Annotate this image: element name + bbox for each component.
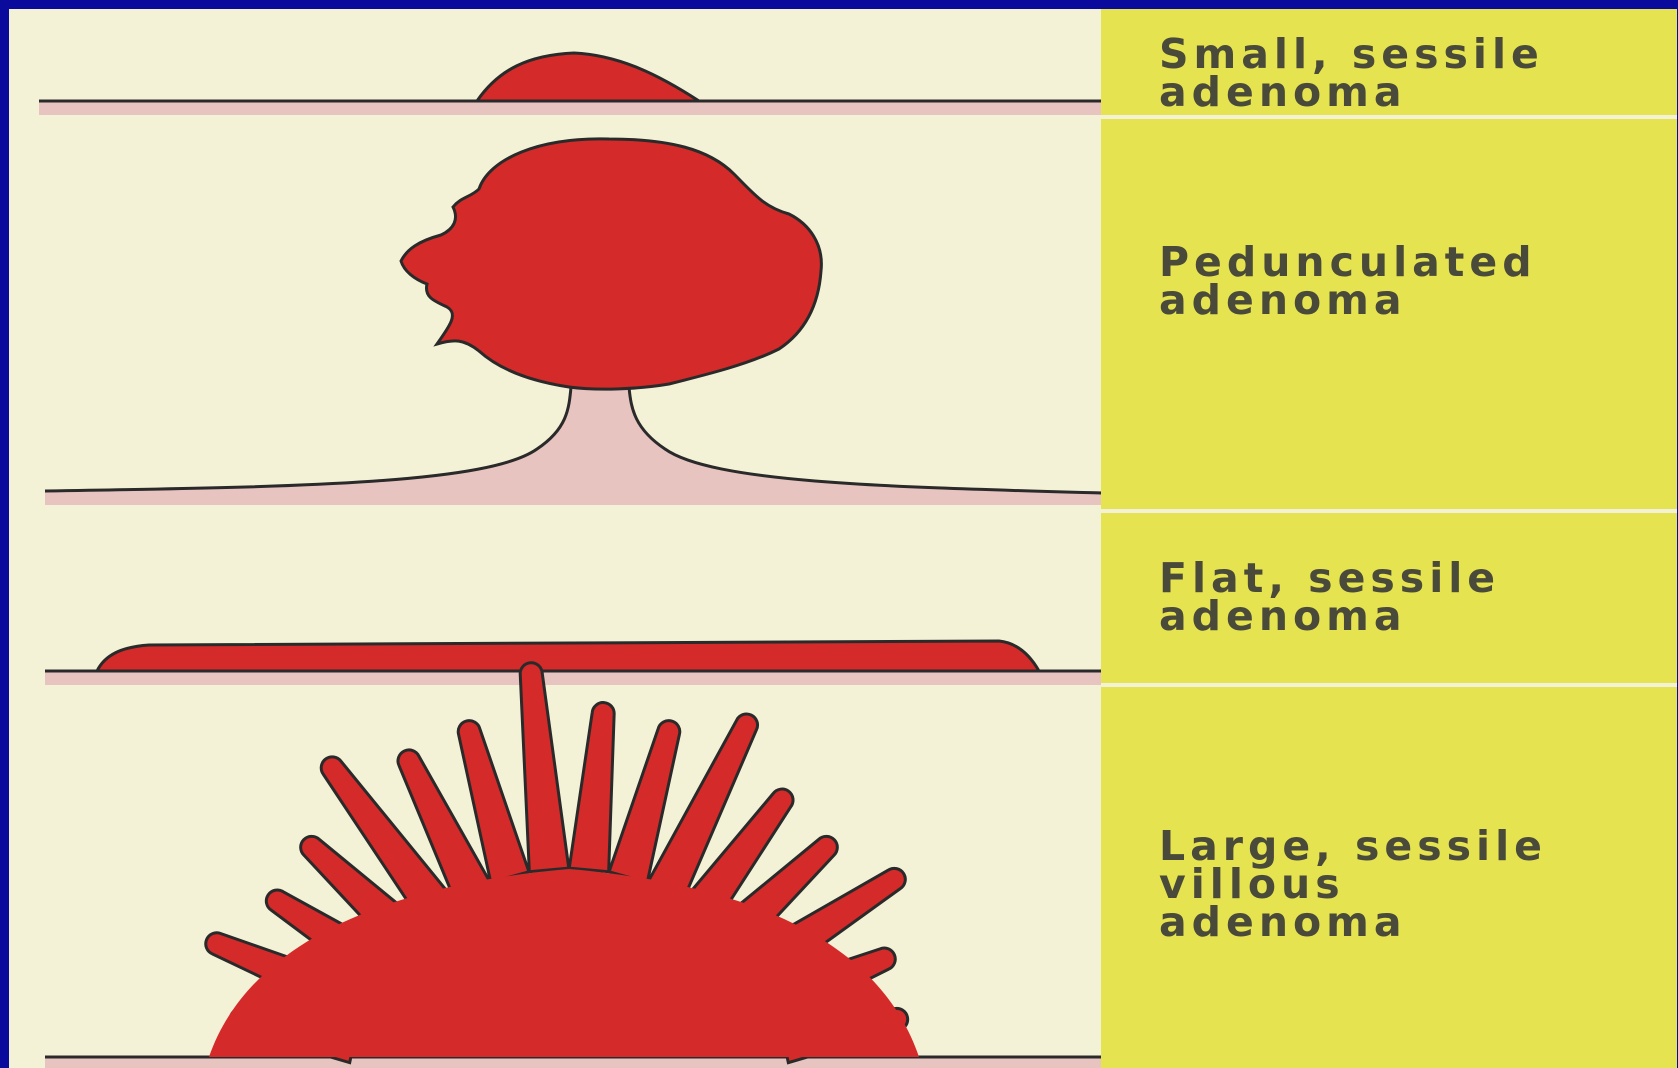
- illustration-pedunculated: [45, 139, 1101, 505]
- illustration-flat-sessile: [45, 641, 1101, 685]
- polyp-flat-sessile: [97, 641, 1039, 671]
- label-flat-sessile: Flat, sessile adenoma: [1159, 559, 1500, 635]
- mucosa-band-3: [45, 671, 1101, 685]
- mucosa-band-1: [39, 101, 1101, 115]
- label-pedunculated: Pedunculated adenoma: [1159, 243, 1537, 319]
- label-panel-pedunculated: Pedunculated adenoma: [1101, 119, 1677, 509]
- label-small-sessile: Small, sessile adenoma: [1159, 35, 1544, 111]
- polyp-small-sessile: [477, 53, 699, 101]
- diagram-frame: Small, sessile adenoma Pedunculated aden…: [9, 9, 1677, 1068]
- label-villous: Large, sessile villous adenoma: [1159, 827, 1547, 941]
- adenoma-illustrations: [9, 9, 1101, 1068]
- villus-frond: [520, 663, 569, 872]
- illustration-villous: [45, 663, 1101, 1068]
- villus-frond: [569, 703, 614, 872]
- label-panel-villous: Large, sessile villous adenoma: [1101, 687, 1677, 1068]
- illustration-small-sessile: [39, 53, 1101, 115]
- label-panel-flat-sessile: Flat, sessile adenoma: [1101, 513, 1677, 683]
- villous-base: [209, 869, 919, 1057]
- polyp-pedunculated-head: [401, 139, 821, 389]
- label-panel-small-sessile: Small, sessile adenoma: [1101, 9, 1677, 115]
- mucosa-band-4: [45, 1057, 1101, 1068]
